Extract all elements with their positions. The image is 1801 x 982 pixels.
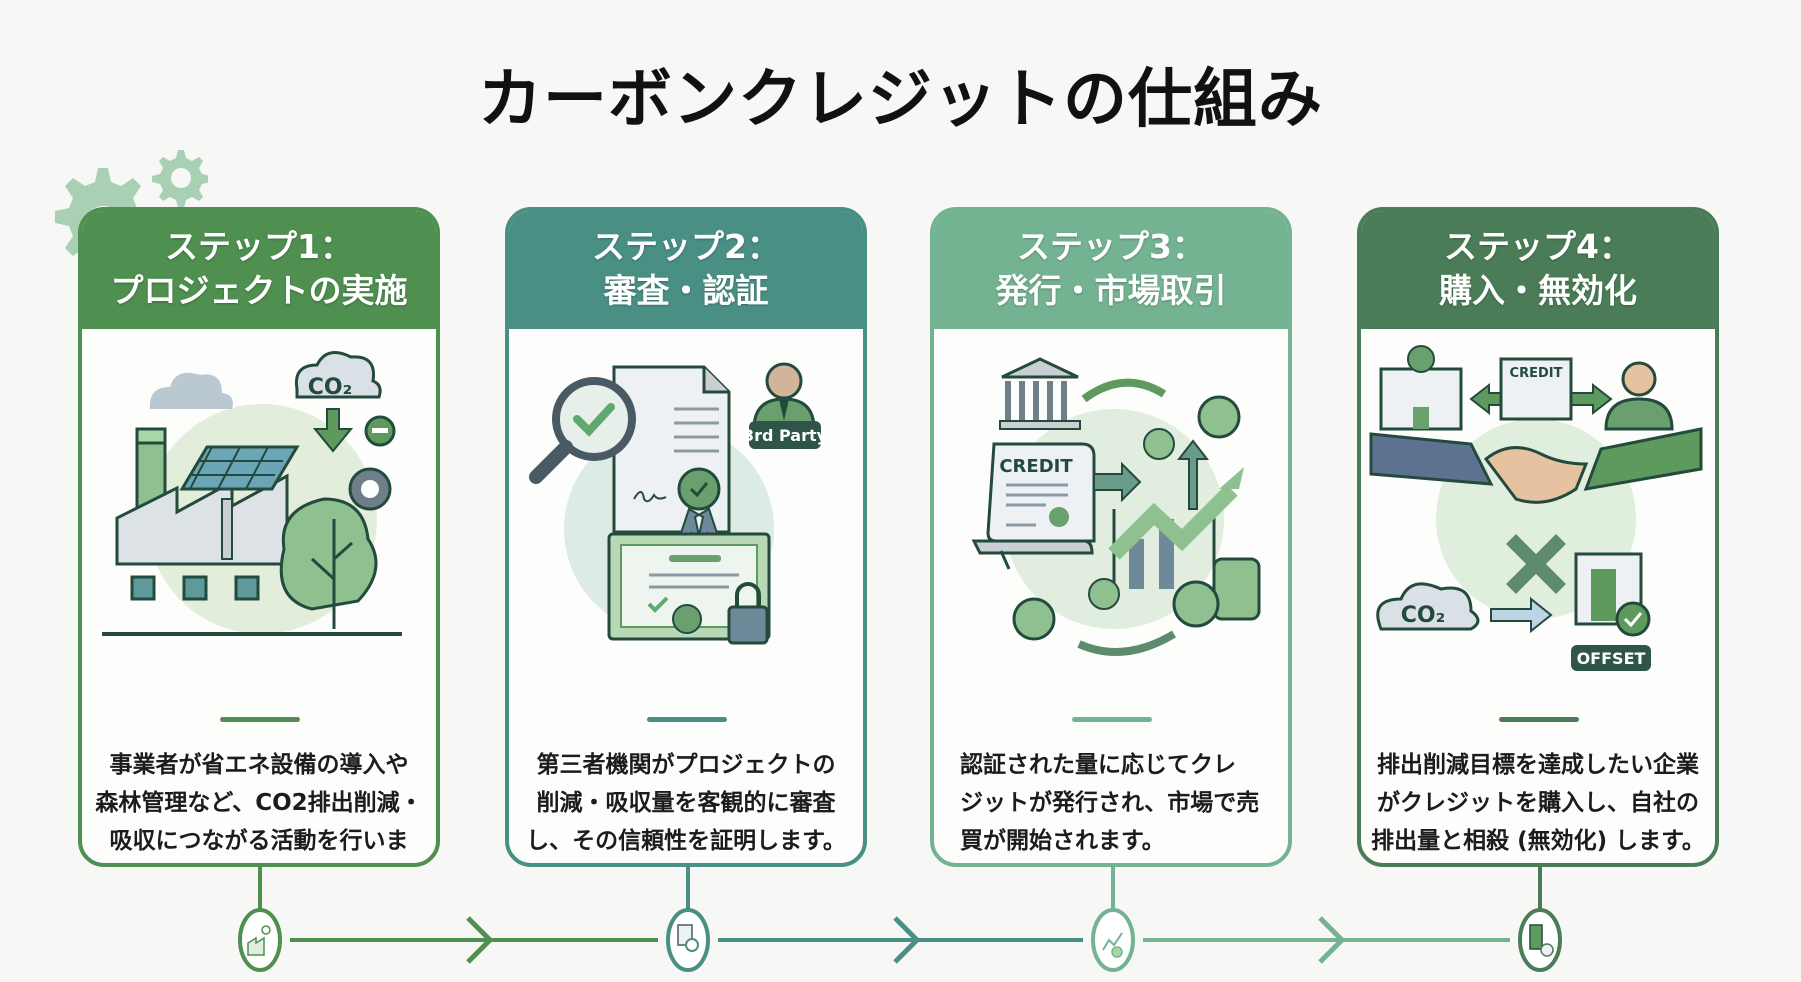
document-review-illustration: 3rd Party	[529, 362, 828, 645]
chevron-right-icon	[1318, 916, 1346, 964]
description-line: 排出削減目標を達成したい企業	[1377, 752, 1699, 778]
step-title: プロジェクトの実施	[110, 271, 408, 310]
description-line: し、その信頼性を証明します。	[526, 828, 846, 854]
step-description-3: 認証された量に応じてクレ ジットが発行され、市場で売 買が開始されます。	[960, 746, 1278, 860]
offset-badge: OFFSET	[1577, 649, 1646, 668]
document-search-icon	[666, 908, 710, 972]
description-line: 森林管理など、CO2排出削減・	[95, 790, 423, 816]
page-title: カーボンクレジットの仕組み	[478, 63, 1323, 137]
divider	[220, 717, 300, 722]
divider	[1499, 717, 1579, 722]
description-line: ジットが発行され、市場で売	[960, 790, 1260, 816]
step-card-1: ステップ1： プロジェクトの実施 CO₂ 事業者が省エネ設備の導入や 森林管理な…	[78, 207, 440, 867]
step-number: ステップ3：	[1017, 227, 1205, 266]
chart-coin-icon	[1091, 908, 1135, 972]
step-number: ステップ2：	[592, 227, 780, 266]
step-number: ステップ1：	[165, 227, 353, 266]
description-line: 吸収につながる活動を行います。	[109, 828, 409, 854]
step-description-4: 排出削減目標を達成したい企業 がクレジットを購入し、自社の 排出量と相殺 (無効…	[1371, 746, 1705, 860]
step-title: 購入・無効化	[1439, 271, 1637, 310]
handshake-offset-illustration: CREDIT CO₂ OFFSET	[1369, 345, 1703, 671]
market-trading-illustration: CREDIT	[971, 357, 1261, 656]
divider	[647, 717, 727, 722]
step-card-3: ステップ3： 発行・市場取引 CREDIT 認証された量に応じてクレ ジットが発…	[930, 207, 1292, 867]
step-header-3: ステップ3： 発行・市場取引	[934, 211, 1288, 329]
co2-label: CO₂	[1401, 603, 1445, 628]
step-header-1: ステップ1： プロジェクトの実施	[82, 211, 436, 329]
step-number: ステップ4：	[1444, 227, 1632, 266]
step-title: 審査・認証	[603, 271, 769, 310]
building-check-icon	[1518, 908, 1562, 972]
description-line: 排出量と相殺 (無効化) します。	[1371, 828, 1705, 854]
description-line: 買が開始されます。	[960, 828, 1165, 854]
step-title: 発行・市場取引	[995, 271, 1227, 310]
description-line: 第三者機関がプロジェクトの	[536, 752, 836, 778]
chevron-right-icon	[466, 916, 494, 964]
step-header-4: ステップ4： 購入・無効化	[1361, 211, 1715, 329]
step-header-2: ステップ2： 審査・認証	[509, 211, 863, 329]
step-description-1: 事業者が省エネ設備の導入や 森林管理など、CO2排出削減・ 吸収につながる活動を…	[92, 746, 426, 863]
step-card-2: ステップ2： 審査・認証 3rd Party 第三者機関がプロジェクトの 削減・…	[505, 207, 867, 867]
factory-icon	[238, 908, 282, 972]
third-party-badge: 3rd Party	[743, 426, 828, 445]
credit-label: CREDIT	[999, 456, 1073, 477]
step-card-4: ステップ4： 購入・無効化 CREDIT CO₂ OFFSET 排出削減目標を達…	[1357, 207, 1719, 867]
credit-label: CREDIT	[1510, 366, 1563, 381]
description-line: 事業者が省エネ設備の導入や	[109, 752, 409, 778]
factory-solar-tree-illustration: CO₂	[102, 351, 402, 636]
step-description-2: 第三者機関がプロジェクトの 削減・吸収量を客観的に審査 し、その信頼性を証明しま…	[519, 746, 853, 860]
description-line: がクレジットを購入し、自社の	[1377, 790, 1699, 816]
divider	[1072, 717, 1152, 722]
chevron-right-icon	[893, 916, 921, 964]
description-line: 認証された量に応じてクレ	[960, 752, 1236, 778]
description-line: 削減・吸収量を客観的に審査	[536, 790, 836, 816]
co2-label: CO₂	[308, 375, 352, 400]
